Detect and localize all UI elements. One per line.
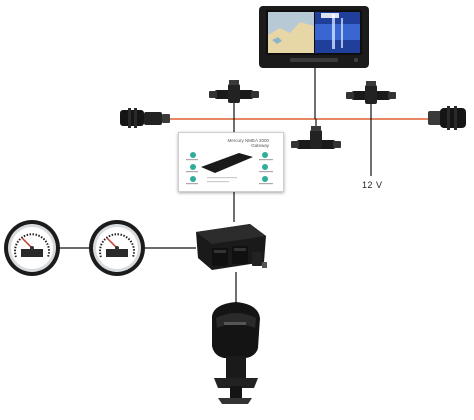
gauge-icon xyxy=(89,220,145,276)
gateway-info-card: Mercury NMEA 2000 Gateway xyxy=(178,132,284,192)
terminator-icon xyxy=(428,106,466,130)
t-connector-icon xyxy=(346,81,396,104)
gauge-icon xyxy=(4,220,60,276)
gateway-card-title-line1: Mercury NMEA 2000 xyxy=(227,138,269,143)
voltage-label: 12 V xyxy=(362,180,383,190)
t-connector-icon xyxy=(209,80,259,103)
t-connector-icon xyxy=(291,126,341,149)
chartplotter-icon xyxy=(259,6,369,68)
outboard-engine-icon xyxy=(212,302,260,404)
gateway-module-icon xyxy=(196,224,267,270)
gateway-diagram-icon xyxy=(186,152,273,185)
gateway-card-title: Mercury NMEA 2000 Gateway xyxy=(179,138,283,148)
terminator-icon xyxy=(120,108,170,128)
gateway-card-title-line2: Gateway xyxy=(251,143,269,148)
